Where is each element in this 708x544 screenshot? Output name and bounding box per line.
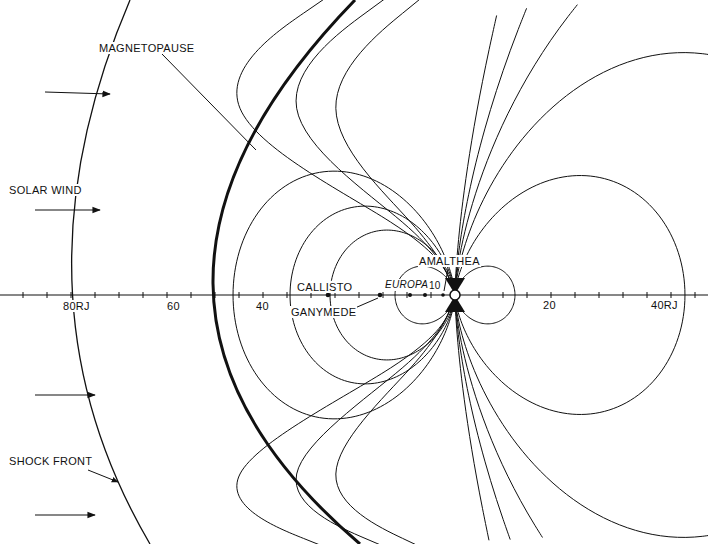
leader-arrow: [88, 470, 118, 482]
field-line: [455, 15, 497, 293]
field-line: [336, 0, 453, 287]
field-line: [455, 296, 510, 540]
leader-line: [162, 54, 256, 150]
jupiter-symbol: [445, 278, 465, 312]
solar-wind-arrows: [35, 92, 110, 515]
field-line: [237, 0, 453, 287]
label: EUROPA: [384, 279, 429, 291]
field-line: [455, 295, 708, 537]
field-line: [237, 303, 453, 544]
axis-line: [0, 294, 708, 295]
field-lines: [233, 0, 708, 544]
label: 80RJ: [62, 300, 91, 312]
field-line: [455, 295, 542, 537]
label: AMALTHEA: [418, 255, 481, 267]
label: 20: [542, 299, 557, 311]
label: 40: [255, 300, 270, 312]
magnetopause-curve: [213, 0, 360, 544]
label: SHOCK FRONT: [8, 455, 93, 467]
field-line: [455, 8, 527, 294]
field-line: [455, 5, 577, 295]
label: MAGNETOPAUSE: [98, 42, 196, 54]
label: CALLISTO: [296, 281, 353, 293]
field-line: [455, 53, 708, 295]
label: GANYMEDE: [290, 306, 357, 318]
label: SOLAR WIND: [8, 184, 83, 196]
moon-dots: [326, 293, 445, 298]
field-line: [336, 303, 453, 544]
field-line: [455, 296, 489, 540]
label: 10: [428, 280, 442, 292]
label: 40RJ: [650, 299, 679, 311]
field-line: [296, 0, 453, 287]
label: 60: [166, 300, 181, 312]
